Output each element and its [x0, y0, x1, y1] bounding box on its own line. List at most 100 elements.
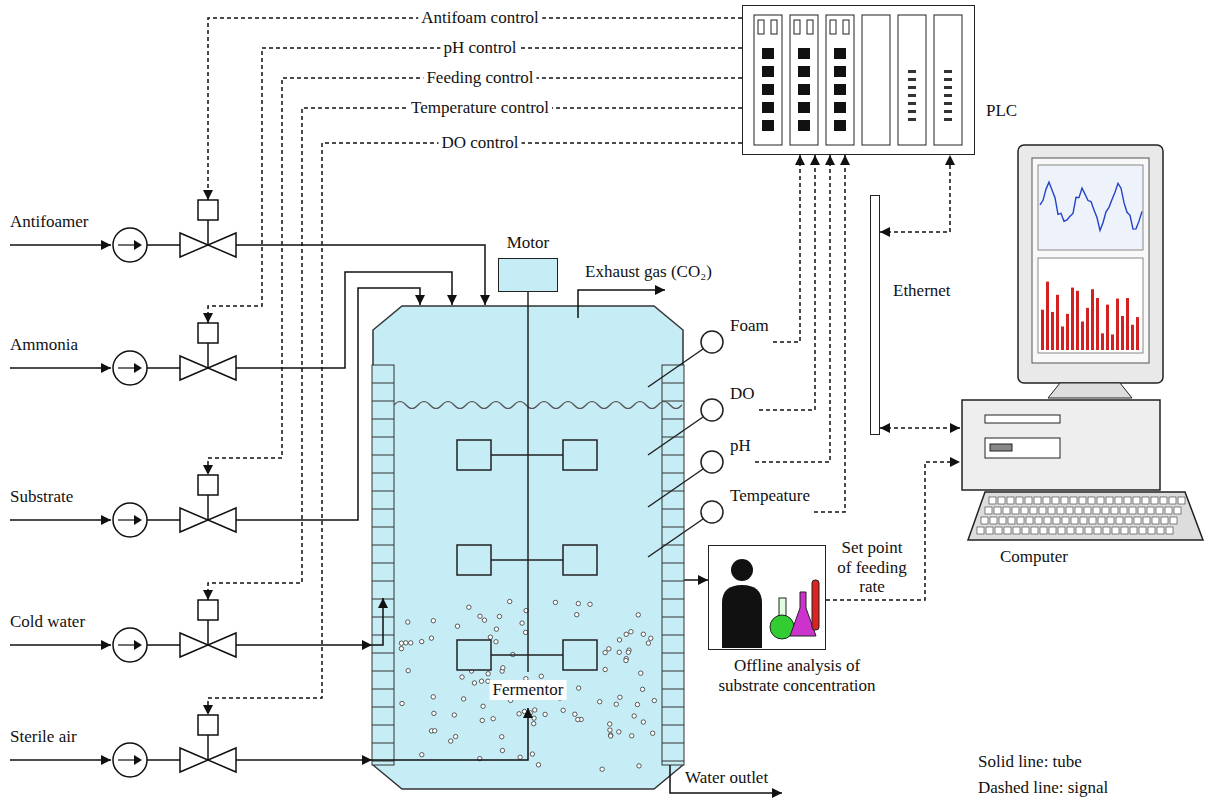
keyboard-keys: [1102, 507, 1109, 514]
air-bubbles: [400, 701, 404, 705]
pump-valve: [10, 367, 111, 369]
screen-bar-chart: [1051, 312, 1054, 350]
cooling-jacket: [662, 491, 684, 492]
air-bubbles: [494, 627, 498, 631]
keyboard-keys: [1098, 517, 1105, 524]
cooling-jacket: [662, 743, 684, 744]
keyboard-keys: [1166, 527, 1173, 534]
air-bubbles: [508, 599, 512, 603]
plc-module: [908, 102, 916, 105]
keyboard-keys: [1040, 527, 1047, 534]
air-bubbles: [637, 764, 641, 768]
pump-valve: [113, 503, 147, 537]
sensor: Tempeature: [700, 500, 814, 524]
keyboard-keys: [1089, 517, 1096, 524]
keyboard-keys: [1076, 527, 1083, 534]
keyboard-keys: [1178, 497, 1185, 504]
keyboard-keys: [1112, 527, 1119, 534]
signal-line: [880, 427, 960, 429]
plc-module: [862, 15, 890, 145]
air-bubbles: [522, 709, 526, 713]
keyboard-keys: [1139, 527, 1146, 534]
offline-analysis: Offline analysis of substrate concentrat…: [708, 545, 826, 650]
screen-bar-chart: [1101, 333, 1104, 350]
feed-line: Antifoamer: [8, 200, 240, 265]
keyboard-keys: [1124, 497, 1131, 504]
air-bubbles: [399, 641, 403, 645]
air-bubbles: [530, 752, 534, 756]
air-bubbles: [557, 693, 561, 697]
air-bubbles: [624, 632, 628, 636]
keyboard-keys: [1147, 507, 1154, 514]
sensor-leader: [648, 349, 703, 557]
node-label: Substrate: [10, 487, 73, 507]
plc-module: [754, 15, 962, 145]
keyboard-keys: [1165, 507, 1172, 514]
plc-module: [834, 48, 846, 59]
air-bubbles: [608, 728, 612, 732]
air-bubbles: [517, 712, 521, 716]
air-bubbles: [608, 734, 612, 738]
impeller: [457, 440, 491, 470]
keyboard-keys: [1115, 497, 1122, 504]
pump-valve: [134, 363, 142, 373]
air-bubbles: [455, 624, 459, 628]
air-bubbles: [629, 630, 633, 634]
cooling-jacket: [372, 581, 394, 582]
plc-module: [944, 70, 952, 73]
keyboard-keys: [1097, 497, 1104, 504]
air-bubbles: [491, 717, 495, 721]
signal-line: [208, 48, 742, 323]
keyboard-keys: [1080, 517, 1087, 524]
tube-line: [240, 644, 372, 646]
air-bubbles: [630, 734, 634, 738]
node-label: Motor: [507, 233, 550, 253]
pump-valve: [134, 640, 142, 650]
cooling-jacket: [662, 509, 684, 510]
keyboard-keys: [1016, 497, 1023, 504]
computer-illustration: [990, 444, 1012, 451]
keyboard-keys: [1116, 517, 1123, 524]
plc-module: [944, 102, 952, 105]
impeller: [457, 292, 597, 672]
air-bubbles: [518, 755, 522, 759]
analyst-icon: [722, 585, 762, 648]
air-bubbles: [641, 720, 645, 724]
plc-module: [798, 66, 810, 77]
cooling-jacket: [372, 473, 394, 474]
plc-module: [762, 66, 774, 77]
keyboard-keys: [1130, 527, 1137, 534]
computer-illustration: [962, 400, 1160, 490]
node-label: Ethernet: [893, 281, 951, 301]
cooling-jacket: [662, 365, 684, 765]
air-bubbles: [558, 696, 562, 700]
cooling-jacket: [662, 563, 684, 564]
air-bubbles: [460, 675, 464, 679]
sensor-probe: [700, 330, 724, 354]
keyboard-keys: [1067, 527, 1074, 534]
air-bubbles: [520, 621, 524, 625]
keyboard-keys: [1174, 507, 1181, 514]
cooling-jacket: [372, 671, 394, 672]
exhaust-tube: [578, 290, 665, 318]
motor-box: Motor: [498, 258, 558, 292]
plc-module: [944, 110, 952, 113]
keyboard-keys: [1085, 527, 1092, 534]
cooling-jacket: [662, 527, 684, 528]
screen-bar-chart: [1041, 310, 1044, 350]
air-bubbles: [420, 639, 424, 643]
cooling-jacket: [372, 455, 394, 456]
node-label: Fermentor: [490, 680, 567, 700]
plc-module: [898, 15, 926, 145]
keyboard-keys: [1088, 497, 1095, 504]
air-bubbles: [486, 672, 490, 676]
keyboard-keys: [1025, 497, 1032, 504]
plc-module: [908, 70, 916, 73]
sensor-leader: [648, 519, 703, 557]
screen-bar-chart: [1071, 288, 1074, 350]
stream-label: Exhaust gas (CO₂): [585, 262, 712, 282]
keyboard-keys: [1160, 497, 1167, 504]
sensor: Foam: [700, 330, 773, 354]
node-label: Tempeature: [730, 486, 810, 506]
